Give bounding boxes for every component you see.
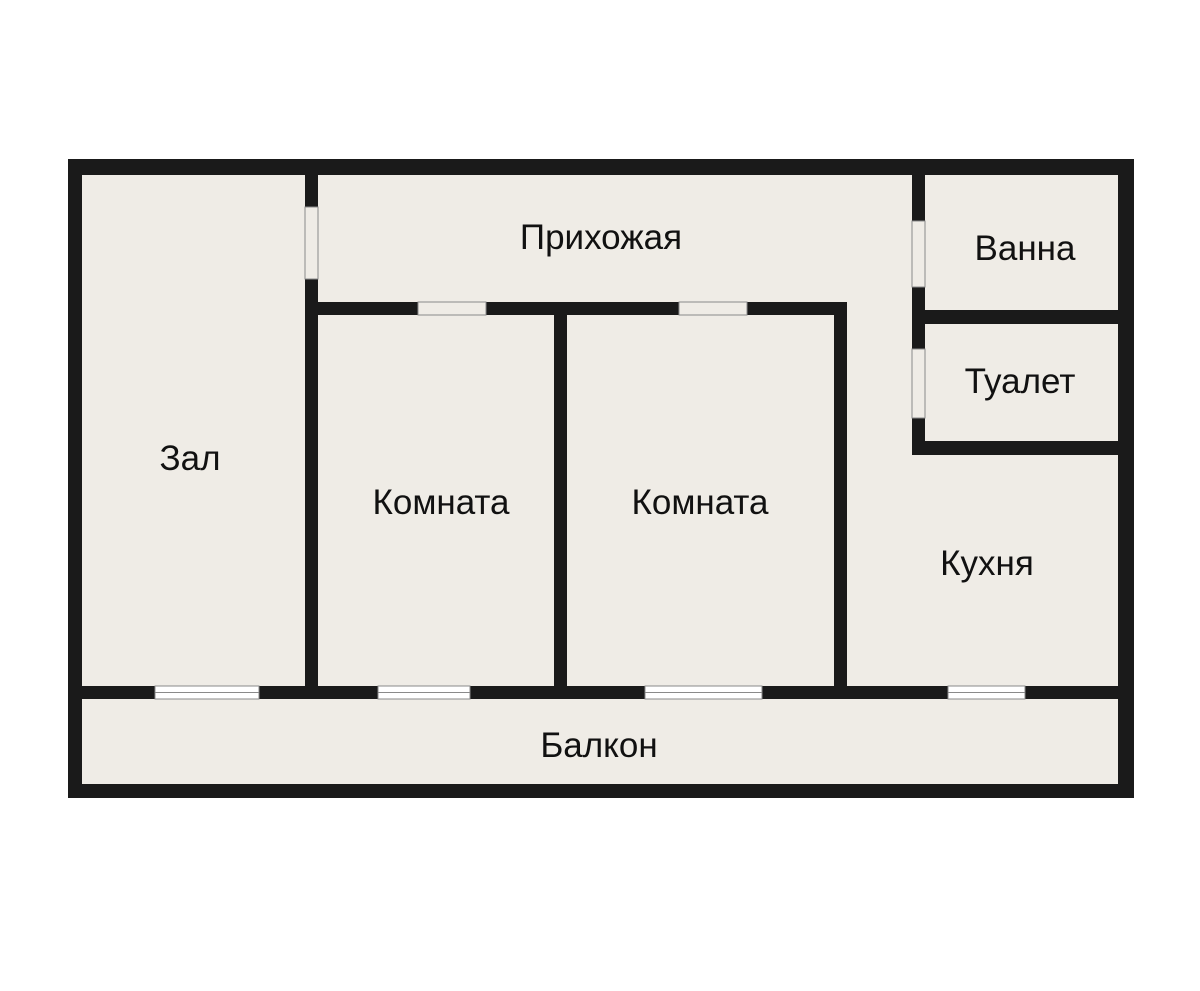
- window-room-2: [644, 685, 763, 700]
- window-kitchen: [947, 685, 1026, 700]
- wall-rooms-top: [305, 302, 847, 315]
- label-room-2: Комната: [631, 483, 769, 522]
- label-balcony: Балкон: [540, 726, 657, 765]
- door-bath: [911, 220, 926, 288]
- label-hall: Зал: [159, 439, 220, 478]
- door-openings: [304, 206, 926, 419]
- balcony-windows: [154, 685, 1026, 700]
- outer-wall-top: [68, 159, 1134, 175]
- label-kitchen: Кухня: [940, 544, 1034, 583]
- window-hall: [154, 685, 260, 700]
- wall-toilet-bottom: [912, 441, 1134, 455]
- outer-wall-right: [1118, 159, 1134, 798]
- window-room-1: [377, 685, 471, 700]
- door-room-1: [417, 301, 487, 316]
- label-toilet: Туалет: [965, 362, 1076, 401]
- label-room-1: Комната: [372, 483, 510, 522]
- label-corridor: Прихожая: [520, 218, 682, 257]
- wall-room2-right: [834, 302, 847, 698]
- room-labels: Зал Прихожая Ванна Туалет Комната Комнат…: [159, 218, 1076, 765]
- wall-balcony: [68, 686, 1134, 699]
- outer-wall-bottom: [68, 784, 1134, 798]
- label-bath: Ванна: [975, 229, 1076, 268]
- wall-bath-toilet: [912, 310, 1134, 324]
- door-room-2: [678, 301, 748, 316]
- door-toilet: [911, 348, 926, 419]
- outer-wall-left: [68, 159, 82, 798]
- wall-between-rooms: [554, 302, 567, 698]
- door-hall: [304, 206, 319, 280]
